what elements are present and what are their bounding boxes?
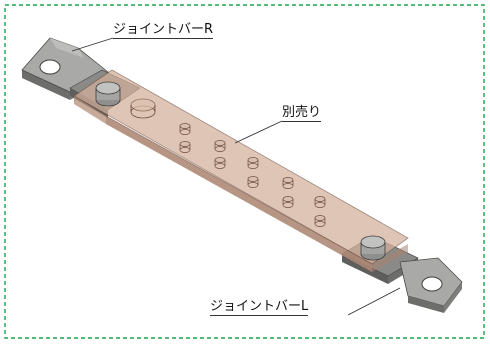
vent-pegs: [179, 123, 326, 227]
terminal-bolt-right: [360, 235, 386, 261]
vent-peg: [179, 141, 191, 153]
vent-peg: [247, 157, 259, 169]
terminal-boss: [130, 98, 156, 119]
label-joint-bar-r: ジョイントバーR: [113, 22, 214, 39]
label-sold-separately: 別売り: [282, 105, 322, 122]
leader-line-l: [347, 287, 401, 316]
mounting-hole-l: [421, 276, 443, 292]
dashed-frame: [4, 4, 485, 339]
mounting-hole-r: [39, 59, 61, 75]
leader-lines: [71, 37, 401, 316]
vent-peg: [179, 123, 191, 135]
leader-line-cover: [234, 120, 283, 144]
vent-peg: [214, 140, 226, 152]
vent-peg: [314, 215, 326, 227]
leader-line-r: [71, 37, 114, 52]
label-joint-bar-l: ジョイントバーL: [210, 299, 309, 316]
vent-peg: [282, 196, 294, 208]
cover-sold-separately: [73, 69, 409, 272]
vent-peg: [247, 176, 259, 188]
terminal-bolt-left: [95, 81, 121, 107]
vent-peg: [314, 196, 326, 208]
vent-peg: [214, 157, 226, 169]
vent-peg: [282, 177, 294, 189]
